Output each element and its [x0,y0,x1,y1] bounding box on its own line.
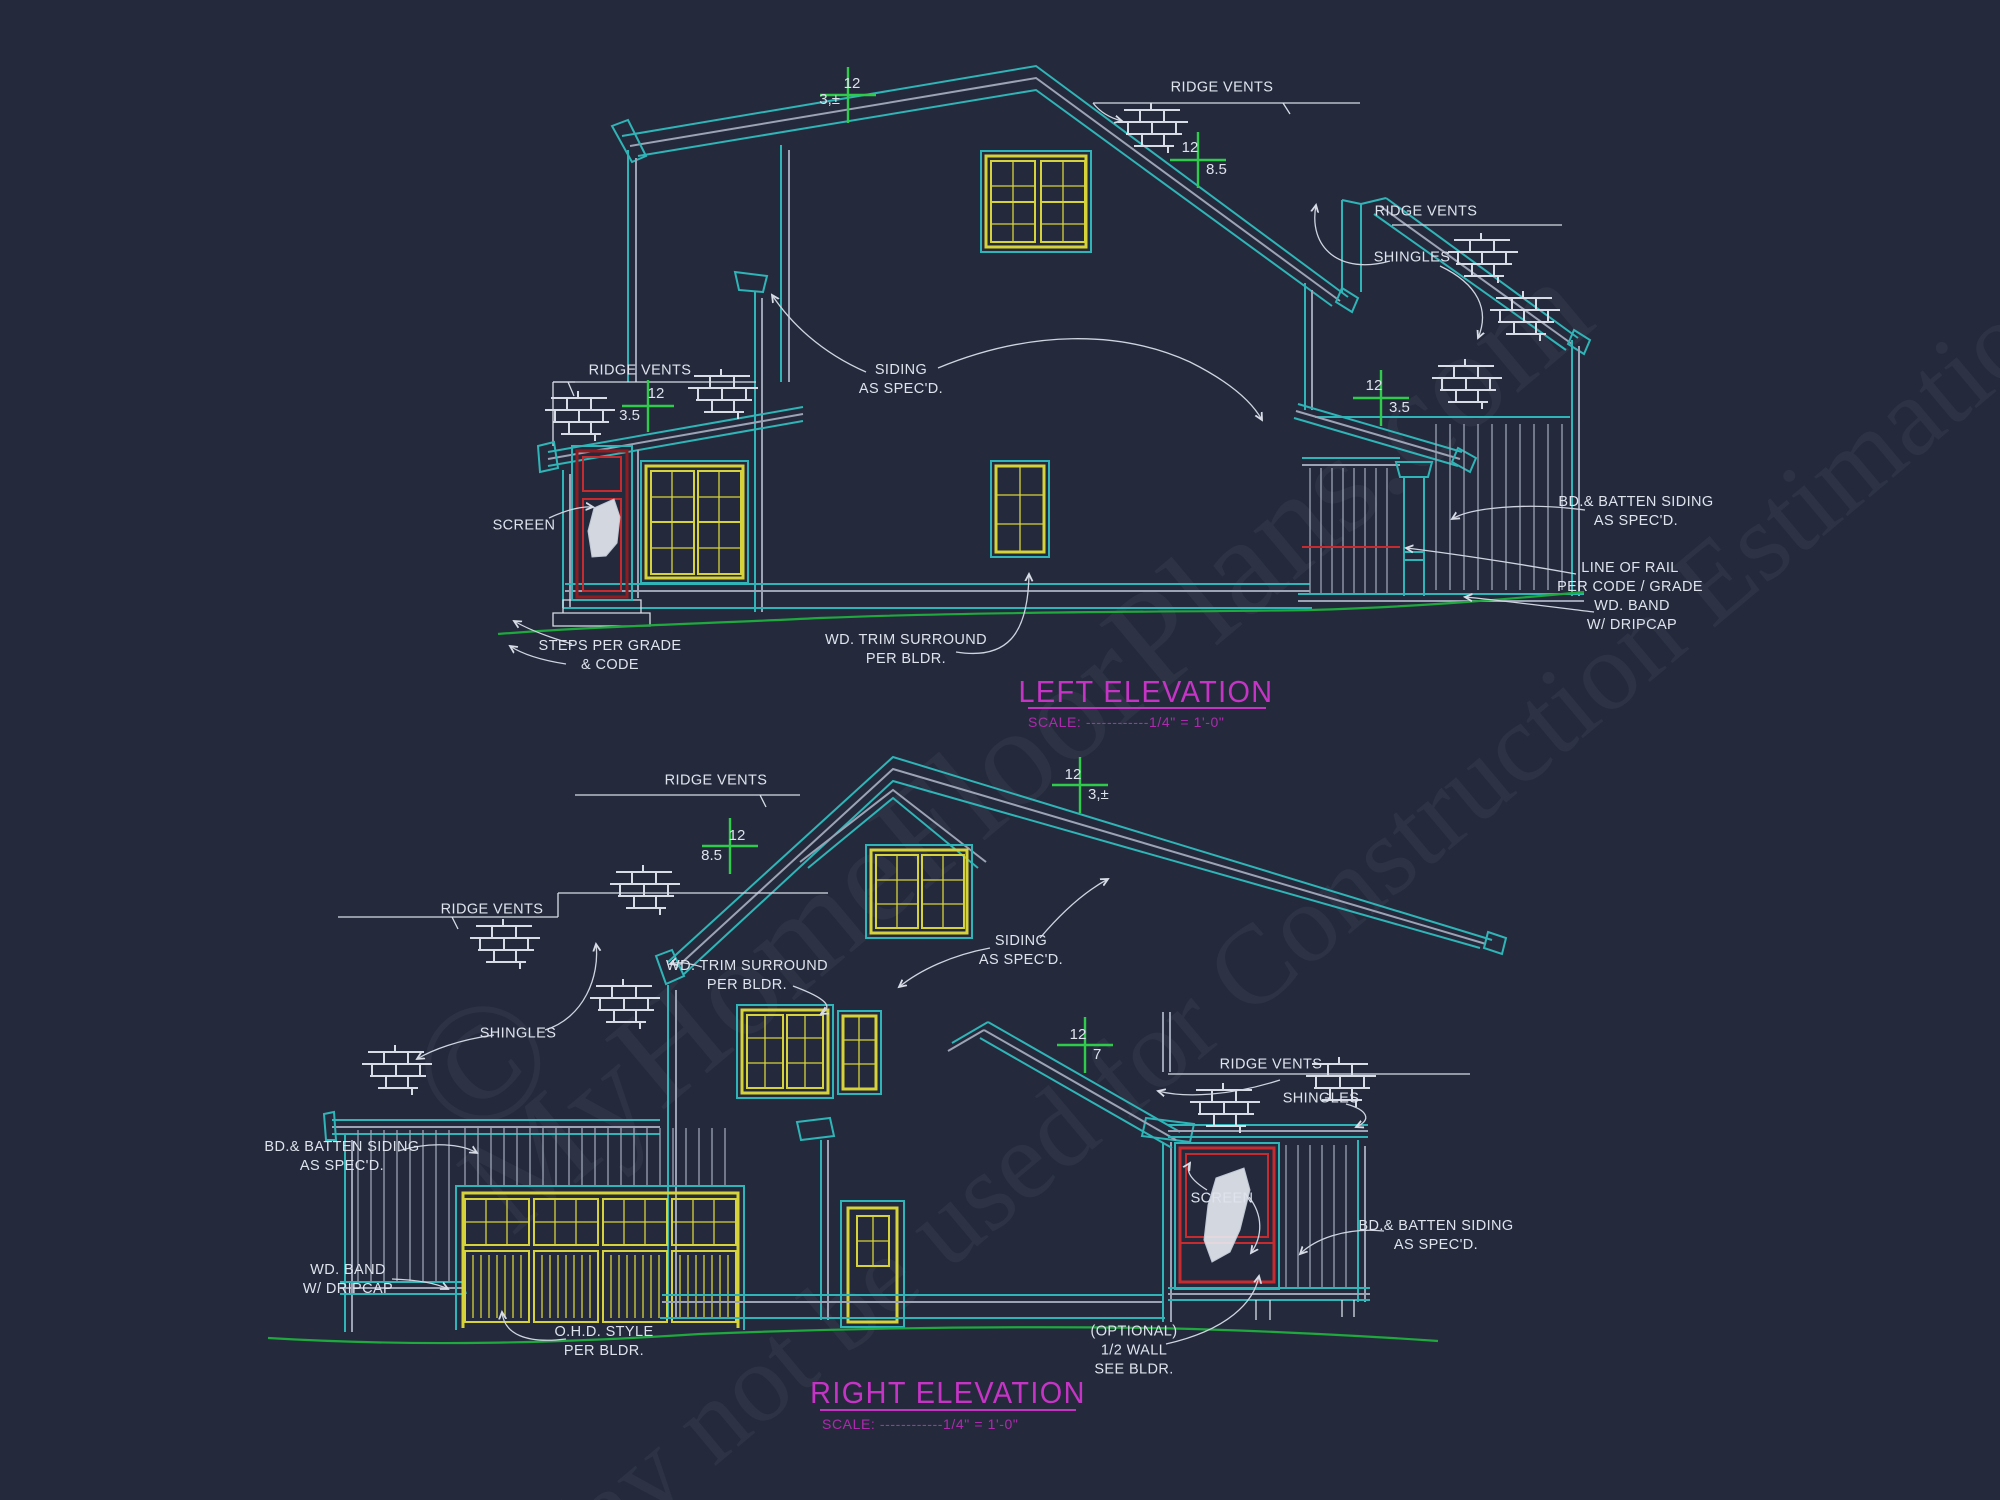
label-wd-trim: WD. TRIM SURROUND PER BLDR. [666,958,828,993]
eave-cap [1450,446,1478,474]
slope-marker: 12 8.5 [1170,132,1227,188]
svg-text:12: 12 [648,385,665,402]
slope-marker: 12 7 [1057,1017,1113,1073]
svg-text:8.5: 8.5 [701,847,722,864]
window [640,460,749,584]
window [736,1004,834,1099]
label-screen: SCREEN [1190,1190,1254,1207]
board-batten-siding [357,1130,450,1282]
right-elevation-drawing: 12 8.5 12 3,± 12 7 [267,755,1508,1411]
entry-door [840,1200,905,1328]
eave-cap [322,1110,338,1141]
grade-line [497,590,1585,636]
board-batten-siding [464,1128,726,1186]
label-optional-wall: (OPTIONAL) 1/2 WALL SEE BLDR. [1090,1323,1178,1378]
label-steps: STEPS PER GRADE & CODE [538,638,682,673]
right-elevation-scale: SCALE: ------------1/4" = 1'-0" [822,1416,1019,1432]
left-elevation-scale: SCALE: ------------1/4" = 1'-0" [1028,714,1225,730]
grade-line [267,1326,1439,1345]
label-wd-band: WD. BAND W/ DRIPCAP [1586,598,1678,633]
label-siding: SIDING AS SPEC'D. [858,362,944,397]
svg-text:3,±: 3,± [819,91,840,108]
window [980,150,1092,253]
eave-cap [1482,930,1508,956]
svg-text:12: 12 [1070,1026,1087,1043]
porch-post [1394,461,1434,596]
label-batten-siding: BD.& BATTEN SIDING AS SPEC'D. [1558,494,1714,529]
window [837,1010,882,1095]
svg-text:3,±: 3,± [1088,786,1109,803]
screen-panel [1174,1142,1280,1290]
label-ohd-style: O.H.D. STYLE PER BLDR. [554,1324,654,1359]
board-batten-siding [1285,1145,1347,1288]
window [990,460,1050,558]
rail-balusters [1309,468,1388,594]
eave-cap [536,440,560,474]
svg-text:12: 12 [1366,377,1383,394]
label-screen: SCREEN [492,517,556,534]
window [865,844,973,939]
svg-text:3.5: 3.5 [1389,399,1410,416]
steps [552,599,651,627]
svg-text:8.5: 8.5 [1206,161,1227,178]
svg-text:12: 12 [844,75,861,92]
label-ridge-vents: RIDGE VENTS [1170,79,1274,96]
slope-marker: 12 3,± [819,67,876,123]
eave-cap [1566,328,1592,356]
eave-cap [654,948,686,986]
label-ridge-vents: RIDGE VENTS [1374,203,1478,220]
label-shingles: SHINGLES [479,1025,557,1042]
label-batten-siding: BD.& BATTEN SIDING AS SPEC'D. [264,1139,420,1174]
label-shingles: SHINGLES [1373,249,1451,266]
label-batten-siding: BD.& BATTEN SIDING AS SPEC'D. [1358,1218,1514,1253]
label-siding: SIDING AS SPEC'D. [978,933,1064,968]
label-ridge-vents: RIDGE VENTS [440,901,544,918]
svg-text:3.5: 3.5 [619,407,640,424]
eave-cap [1334,286,1360,314]
label-rail-line: LINE OF RAIL PER CODE / GRADE [1557,560,1703,595]
svg-text:12: 12 [729,827,746,844]
left-elevation-title: LEFT ELEVATION [1018,674,1274,709]
slope-marker: 12 3.5 [619,380,674,432]
svg-text:7: 7 [1093,1046,1101,1063]
svg-text:12: 12 [1182,139,1199,156]
label-shingles: SHINGLES [1282,1090,1360,1107]
label-ridge-vents: RIDGE VENTS [588,362,692,379]
left-elevation-drawing: 12 3,± 12 8.5 12 3.5 12 3.5 [497,64,1595,709]
garage-door [455,1185,745,1330]
label-wd-trim: WD. TRIM SURROUND PER BLDR. [825,632,987,667]
slope-marker: 12 3,± [1052,757,1109,813]
slope-marker: 12 3.5 [1353,370,1410,426]
label-ridge-vents: RIDGE VENTS [664,772,768,789]
eave-cap [610,118,648,164]
slope-marker: 12 8.5 [701,818,758,874]
label-ridge-vents: RIDGE VENTS [1219,1056,1323,1073]
right-elevation-title: RIGHT ELEVATION [810,1375,1086,1410]
screen-door [571,445,633,601]
label-wd-band: WD. BAND W/ DRIPCAP [302,1262,394,1297]
svg-text:12: 12 [1065,766,1082,783]
